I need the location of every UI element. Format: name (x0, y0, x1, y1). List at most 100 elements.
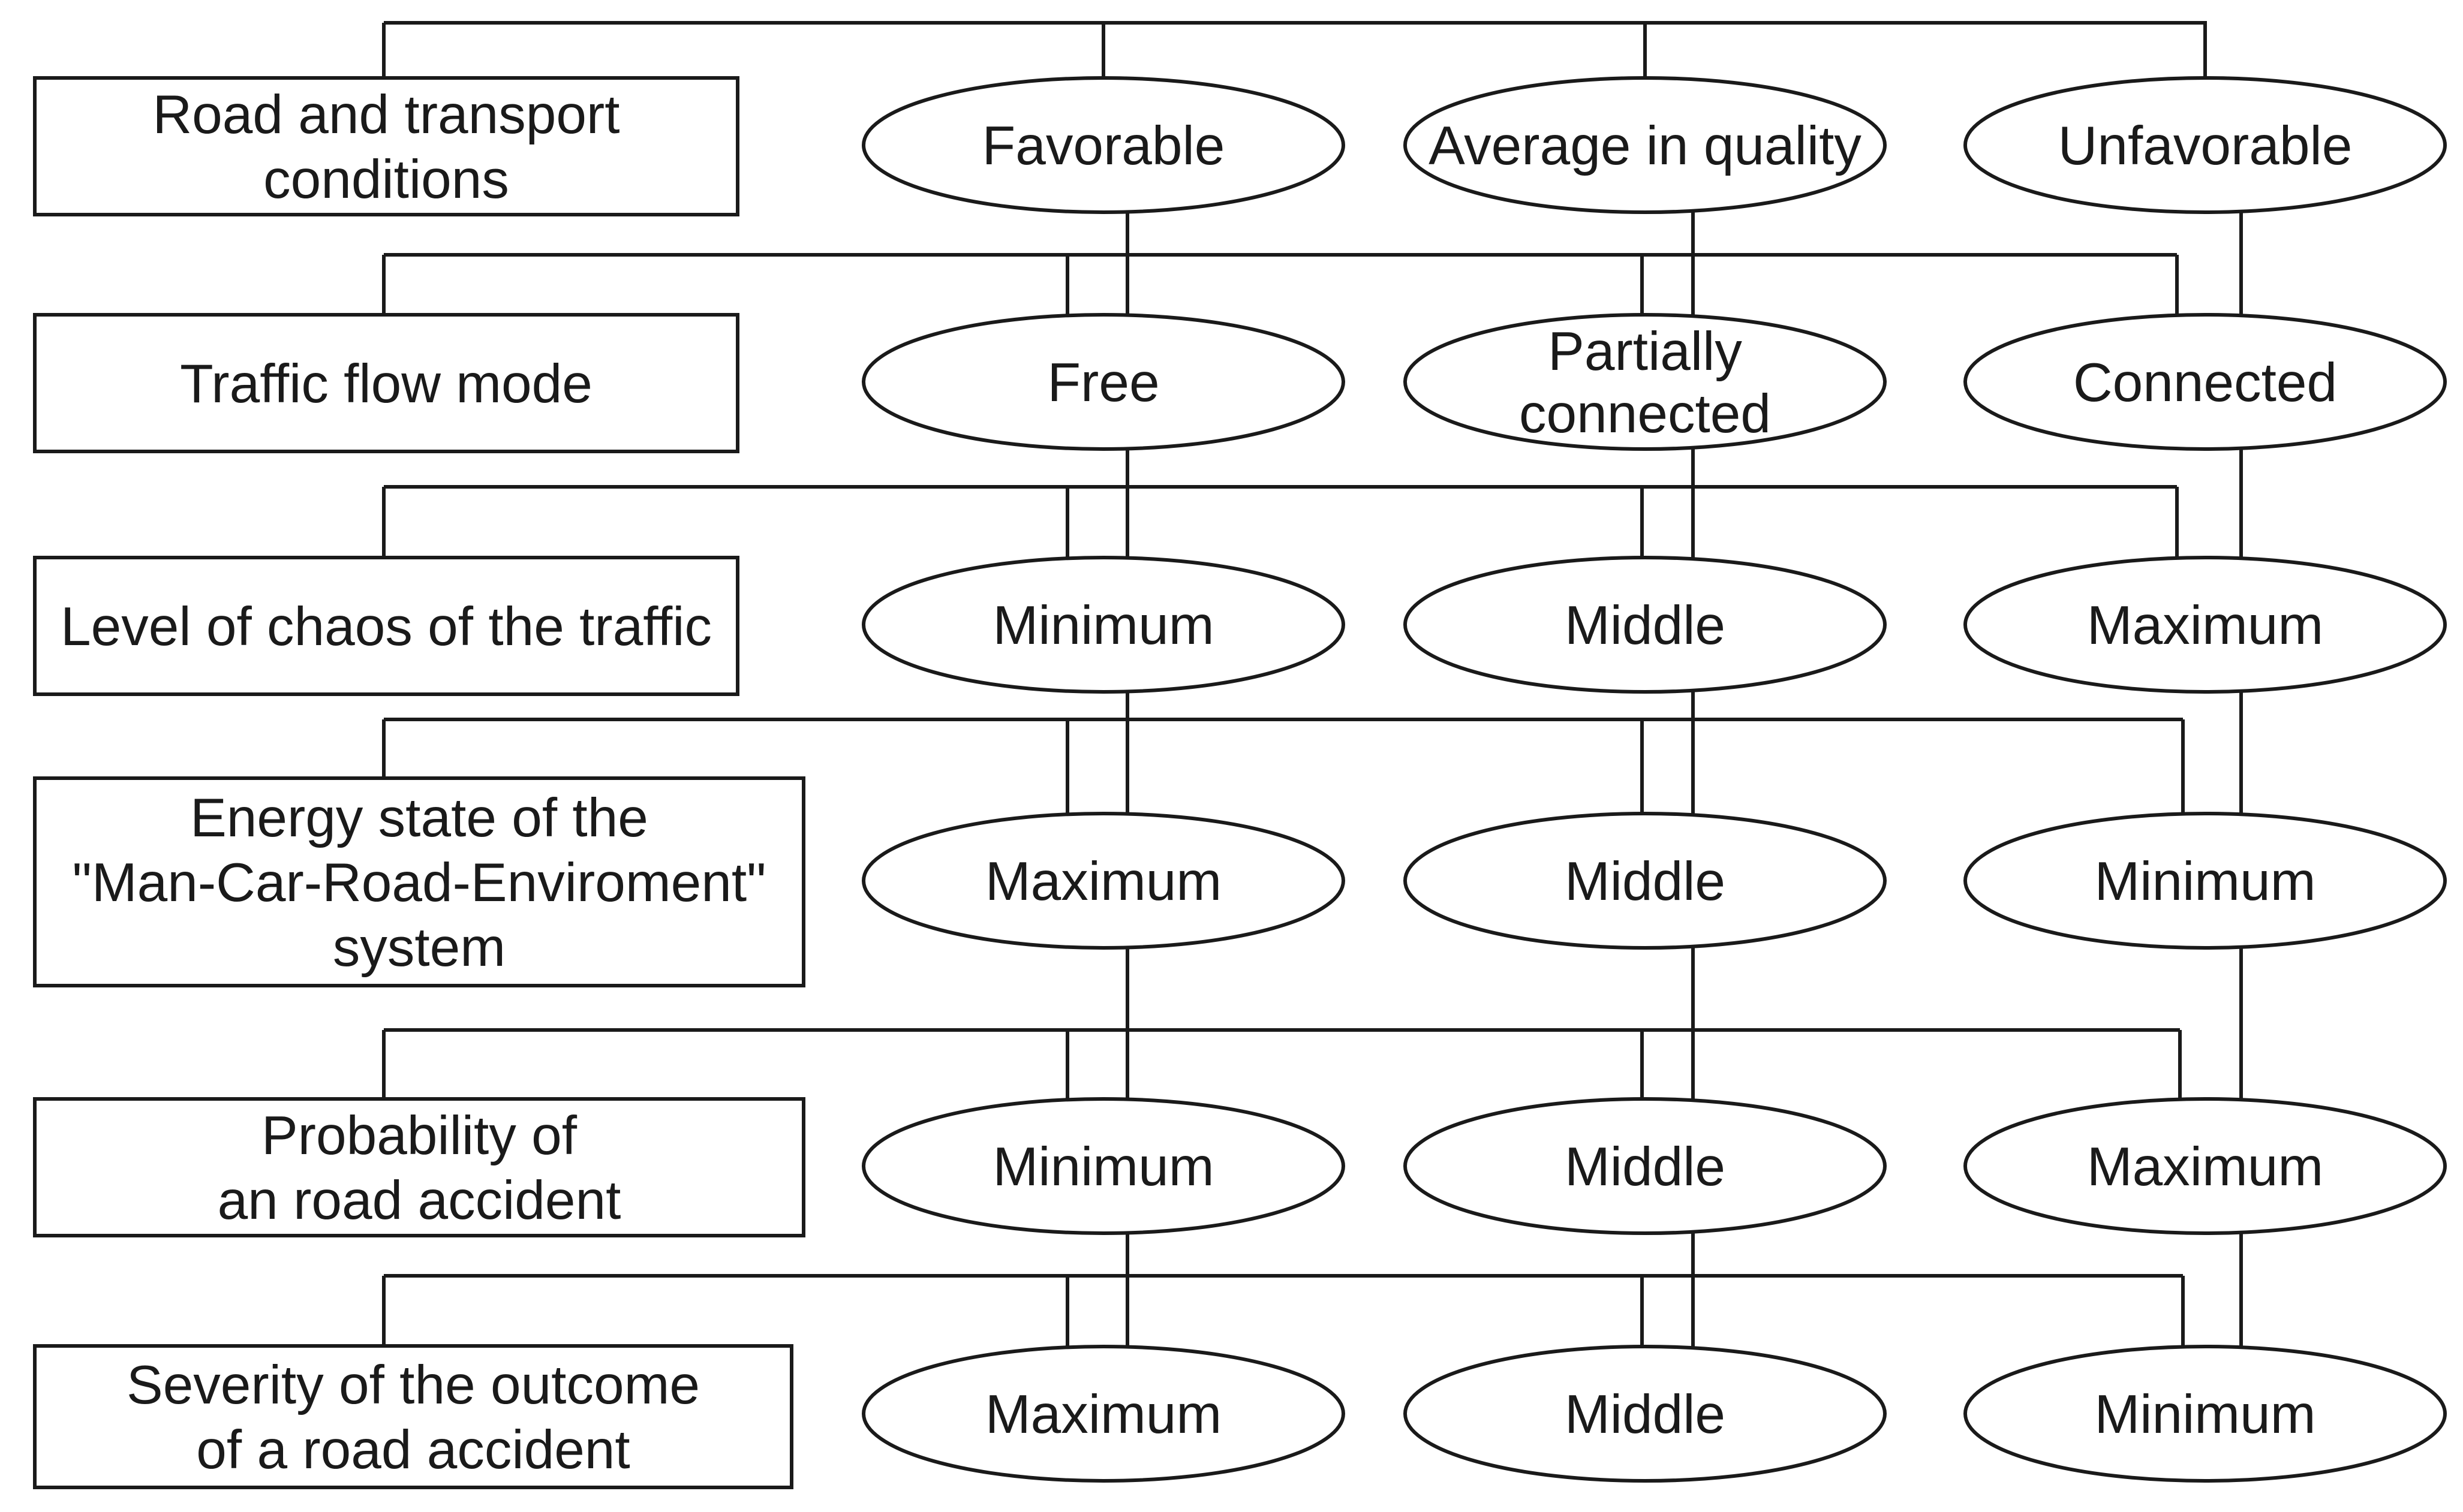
option-text-line: Connected (2073, 353, 2337, 413)
option-oval (862, 1345, 1345, 1483)
option-oval (1403, 812, 1887, 950)
option-traffic-flow-favorable: Free (862, 313, 1345, 451)
option-text: Minimum (2094, 1384, 2315, 1445)
row-label-traffic-flow: Traffic flow mode (33, 313, 739, 453)
option-oval (1963, 556, 2447, 694)
option-chaos-level-unfavorable: Maximum (1963, 556, 2447, 694)
option-text: Middle (1565, 851, 1725, 912)
option-oval (1403, 76, 1887, 214)
option-traffic-flow-unfavorable: Connected (1963, 313, 2447, 451)
row-label-line: "Man-Car-Road-Enviroment" (73, 853, 766, 913)
option-oval (1403, 1345, 1887, 1483)
option-text-line: Free (1047, 353, 1159, 413)
row-label-line: Probability of (261, 1106, 578, 1166)
option-oval (1963, 1097, 2447, 1235)
option-text: Favorable (982, 116, 1225, 176)
option-text: Maximum (985, 851, 1222, 912)
row-label-line: Severity of the outcome (127, 1355, 700, 1415)
option-text-line: Middle (1565, 1137, 1725, 1197)
row-label-text: Level of chaos of the traffic (61, 597, 712, 657)
option-text: Middle (1565, 595, 1725, 656)
option-text-line: Minimum (2094, 1384, 2315, 1445)
option-accident-severity-favorable: Maximum (862, 1345, 1345, 1483)
option-text-line: Maximum (2087, 1137, 2323, 1197)
option-energy-state-average: Middle (1403, 812, 1887, 950)
option-accident-severity-average: Middle (1403, 1345, 1887, 1483)
option-text-line: Minimum (993, 595, 1214, 656)
row-label-line: Traffic flow mode (180, 354, 593, 414)
option-oval (1963, 1345, 2447, 1483)
option-road-transport-unfavorable: Unfavorable (1963, 76, 2447, 214)
option-text-line: Maximum (985, 851, 1222, 912)
option-oval (1963, 812, 2447, 950)
row-label-box (33, 776, 805, 987)
option-oval (1403, 313, 1887, 451)
option-text: Average in quality (1429, 116, 1861, 176)
option-text: Free (1047, 353, 1159, 413)
option-text: Minimum (2094, 851, 2315, 912)
option-oval (1403, 556, 1887, 694)
option-text-line: Unfavorable (2058, 116, 2353, 176)
row-label-line: of a road accident (196, 1420, 630, 1480)
row-label-box (33, 1344, 793, 1489)
connector-lines (382, 21, 2243, 1350)
option-text: Maximum (985, 1384, 1222, 1445)
row-label-box (33, 556, 739, 696)
row-label-text: Traffic flow mode (180, 354, 593, 414)
option-text: Middle (1565, 1137, 1725, 1197)
option-oval (1403, 1097, 1887, 1235)
option-text-line: Minimum (993, 1137, 1214, 1197)
row-label-text: Energy state of the"Man-Car-Road-Envirom… (73, 788, 766, 978)
option-text-line: Favorable (982, 116, 1225, 176)
option-oval (862, 1097, 1345, 1235)
row-label-line: an road accident (218, 1170, 621, 1231)
row-label-line: Level of chaos of the traffic (61, 597, 712, 657)
option-text: Minimum (993, 595, 1214, 656)
option-energy-state-favorable: Maximum (862, 812, 1345, 950)
option-text: Maximum (2087, 595, 2323, 656)
option-text: Middle (1565, 1384, 1725, 1445)
option-text: Connected (2073, 353, 2337, 413)
option-text-line: Partially (1548, 321, 1742, 382)
option-text: Minimum (993, 1137, 1214, 1197)
option-oval (1963, 76, 2447, 214)
option-oval (862, 313, 1345, 451)
option-oval (862, 76, 1345, 214)
row-label-box (33, 313, 739, 453)
option-accident-probability-favorable: Minimum (862, 1097, 1345, 1235)
option-accident-probability-unfavorable: Maximum (1963, 1097, 2447, 1235)
option-chaos-level-average: Middle (1403, 556, 1887, 694)
option-ovals: Favorable Average in quality UnfavorableFr… (862, 76, 2447, 1483)
option-text-line: Minimum (2094, 851, 2315, 912)
option-accident-probability-average: Middle (1403, 1097, 1887, 1235)
option-text-line: connected (1519, 384, 1771, 444)
option-oval (1963, 313, 2447, 451)
option-text: Unfavorable (2058, 116, 2353, 176)
option-energy-state-unfavorable: Minimum (1963, 812, 2447, 950)
option-text: Maximum (2087, 1137, 2323, 1197)
row-label-box (33, 1097, 805, 1237)
row-label-energy-state: Energy state of the"Man-Car-Road-Envirom… (33, 776, 805, 987)
row-label-chaos-level: Level of chaos of the traffic (33, 556, 739, 696)
option-text-line: Middle (1565, 851, 1725, 912)
option-text-line: Average in quality (1429, 116, 1861, 176)
option-chaos-level-favorable: Minimum (862, 556, 1345, 694)
row-label-line: conditions (263, 149, 509, 210)
row-label-box (33, 76, 739, 216)
row-label-line: Road and transport (152, 85, 619, 145)
row-label-line: Energy state of the (190, 788, 648, 848)
option-oval (862, 556, 1345, 694)
option-accident-severity-unfavorable: Minimum (1963, 1345, 2447, 1483)
option-text-line: Maximum (985, 1384, 1222, 1445)
option-text-line: Middle (1565, 595, 1725, 656)
option-road-transport-average: Average in quality (1403, 76, 1887, 214)
